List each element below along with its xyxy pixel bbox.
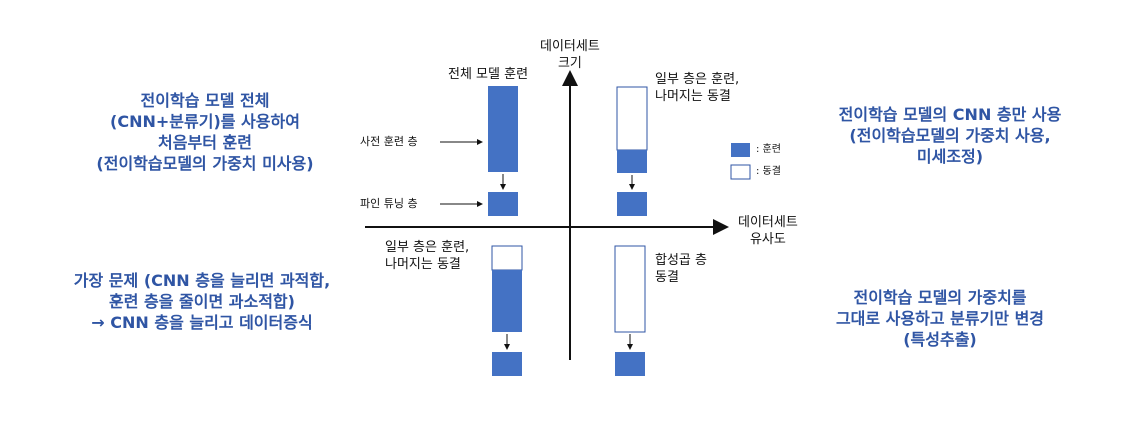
tl-description: 전이학습 모델 전체 (CNN+분류기)를 사용하여 처음부터 훈련 (전이학습… — [96, 91, 314, 173]
br-caption: 합성곱 층 동결 — [655, 253, 707, 285]
tr-frozen-block — [616, 86, 648, 151]
bl-classifier-block — [492, 352, 522, 376]
br-description: 전이학습 모델의 가중치를 그대로 사용하고 분류기만 변경 (특성추출) — [835, 288, 1045, 349]
legend-freeze-label: : 동결 — [756, 166, 781, 177]
br-frozen-block — [614, 245, 646, 333]
legend-train-label: : 훈련 — [756, 144, 781, 155]
bl-trained-block — [492, 270, 522, 332]
tl-pretrained-block — [488, 86, 518, 172]
tl-finetune-block — [488, 192, 518, 216]
tr-description: 전이학습 모델의 CNN 층만 사용 (전이학습모델의 가중치 사용, 미세조정… — [838, 105, 1062, 166]
tr-classifier-block — [617, 192, 647, 216]
bl-description: 가장 문제 (CNN 층을 늘리면 과적합, 훈련 층을 줄이면 과소적합) →… — [73, 271, 331, 332]
y-axis-label: 데이터세트 크기 — [540, 39, 600, 71]
finetune-layer-label: 파인 튜닝 층 — [360, 197, 418, 210]
br-classifier-block — [615, 352, 645, 376]
tr-caption: 일부 층은 훈련, 나머지는 동결 — [655, 72, 740, 104]
tl-caption: 전체 모델 훈련 — [448, 67, 529, 82]
tr-trained-block — [617, 150, 647, 173]
bl-frozen-block — [491, 245, 523, 271]
pretrained-layer-label: 사전 훈련 층 — [360, 135, 418, 148]
x-axis-label: 데이터세트 유사도 — [738, 215, 798, 247]
legend-train-swatch — [731, 143, 750, 157]
legend-freeze-swatch — [730, 164, 751, 180]
bl-caption: 일부 층은 훈련, 나머지는 동결 — [385, 240, 470, 272]
